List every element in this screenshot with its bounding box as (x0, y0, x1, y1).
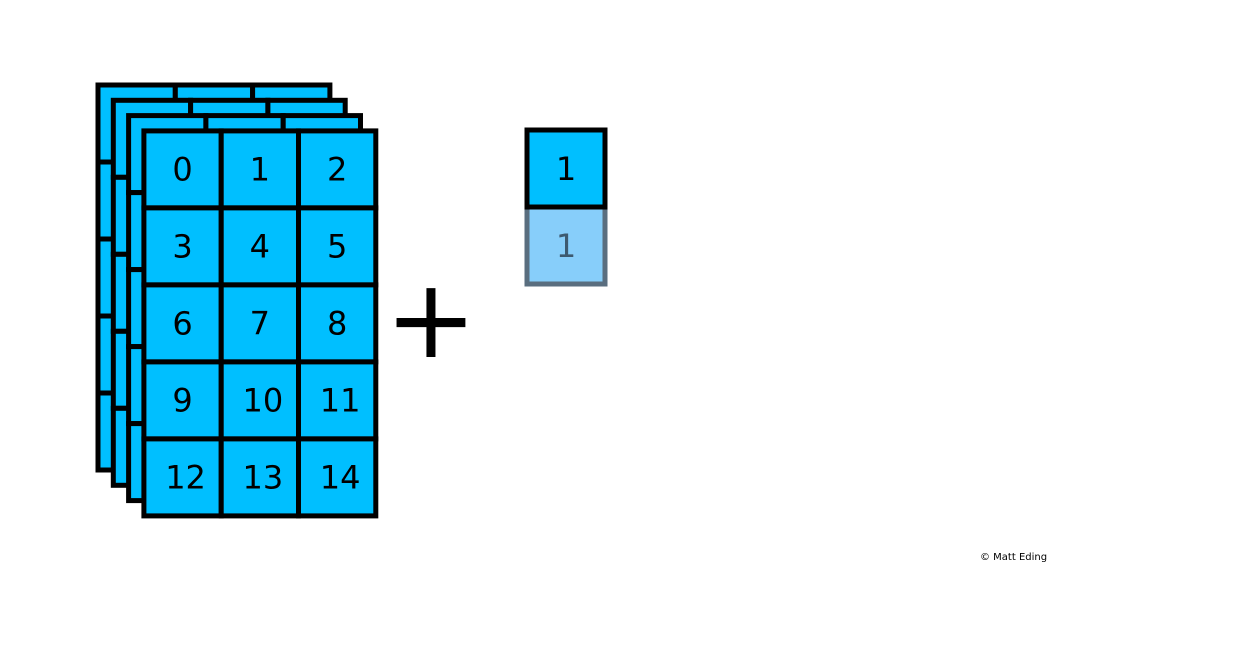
front-layer-cell-label: 12 (165, 458, 206, 496)
scalar-cell-label: 1 (556, 150, 576, 188)
plus-operator: + (385, 255, 477, 383)
scalar-ghost-cell (524, 204, 608, 287)
front-layer-cell (296, 282, 379, 365)
front-layer-cell-label: 3 (172, 227, 192, 265)
front-layer-cell (218, 205, 301, 288)
front-layer-cell (218, 436, 301, 519)
front-layer-cell-label: 1 (250, 150, 270, 188)
scalar-cell (524, 127, 608, 210)
front-layer-cell-label: 13 (242, 458, 283, 496)
front-layer-cell-label: 10 (242, 381, 283, 419)
front-layer-cell-label: 4 (250, 227, 270, 265)
scalar-ghost-cell-label: 1 (556, 227, 576, 265)
front-layer-cell (296, 436, 379, 519)
front-layer-cell-label: 14 (320, 458, 361, 496)
front-layer-cell-label: 6 (172, 304, 192, 342)
front-layer-cell-label: 2 (327, 150, 347, 188)
front-layer-cell (296, 128, 379, 211)
scalar-array: 1 1 (524, 127, 608, 287)
credit-text: © Matt Eding (980, 552, 1047, 563)
front-layer-cell (141, 128, 224, 211)
front-layer-cell (296, 205, 379, 288)
front-layer-cell-label: 7 (250, 304, 270, 342)
front-layer-cell-label: 0 (172, 150, 192, 188)
front-layer-cell-label: 5 (327, 227, 347, 265)
front-layer-cell-label: 8 (327, 304, 347, 342)
front-layer-cell-label: 11 (320, 381, 361, 419)
front-layer-cell-label: 9 (172, 381, 192, 419)
